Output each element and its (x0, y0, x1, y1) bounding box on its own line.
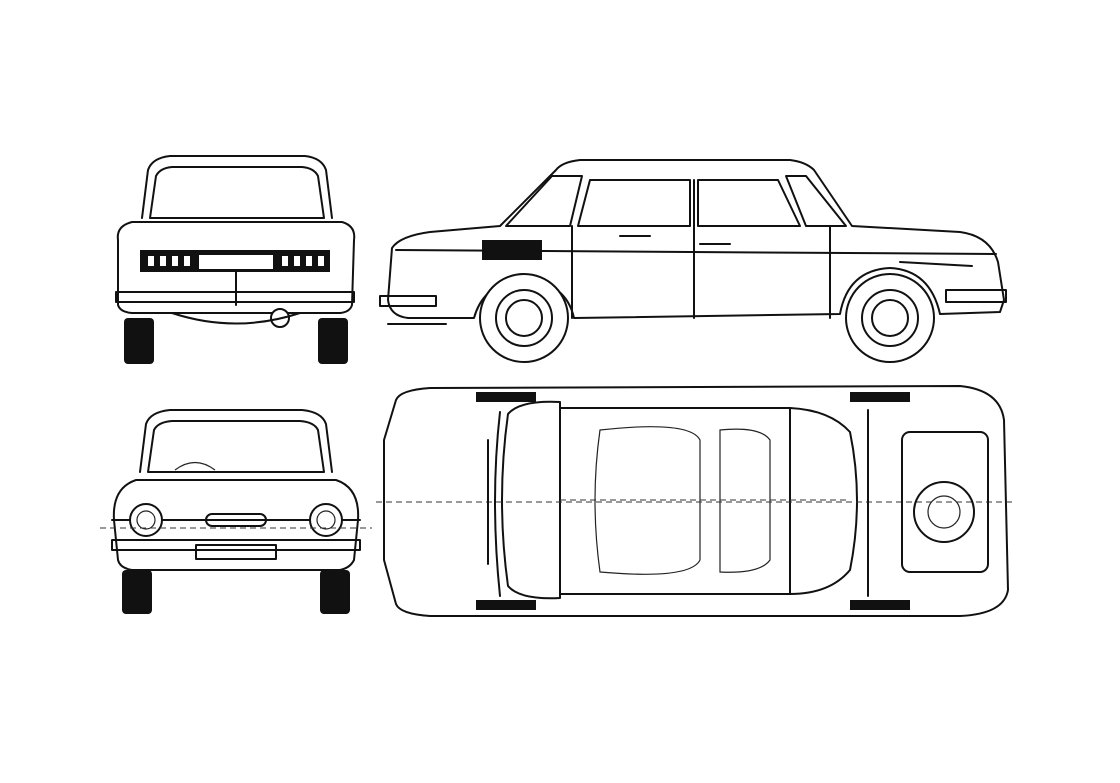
steering-wheel (174, 461, 216, 471)
top-windscreen (501, 400, 561, 600)
top-rear-right-fender (850, 600, 910, 610)
top-front-seats (594, 426, 701, 575)
side-view (379, 159, 1007, 363)
side-front-wheel (479, 273, 569, 363)
front-view (100, 409, 372, 614)
rear-bumper (115, 291, 355, 303)
side-rear-door-window (697, 179, 801, 227)
rear-underbody (171, 312, 301, 325)
top-spare-wheel (913, 481, 975, 543)
rear-right-tyre (318, 318, 348, 364)
front-grille (205, 513, 267, 527)
front-left-tyre (122, 570, 152, 614)
top-rear-window (789, 407, 858, 595)
top-rear-left-fender (850, 392, 910, 402)
front-windscreen (147, 420, 325, 473)
front-right-tyre (320, 570, 350, 614)
top-body-outline (383, 385, 1009, 617)
side-front-bumper (379, 295, 437, 307)
left-headlight (129, 503, 163, 537)
top-bonnet-line (494, 411, 501, 597)
front-license-plate (195, 544, 277, 560)
top-rear-seats (719, 428, 771, 573)
rear-window (149, 166, 325, 219)
rear-view (115, 155, 356, 364)
front-bumper (111, 539, 361, 551)
side-rear-wheel (845, 273, 935, 363)
front-body-outline (112, 479, 360, 571)
front-roof-outline (139, 409, 333, 473)
rear-roof-outline (141, 155, 333, 219)
top-front-right-fender (476, 600, 536, 610)
side-rear-bumper (945, 289, 1007, 303)
top-view (376, 385, 1016, 617)
rear-license-plate (197, 253, 275, 271)
right-headlight (309, 503, 343, 537)
side-front-door-window (577, 179, 691, 227)
rear-left-tyre (124, 318, 154, 364)
side-front-window (505, 175, 583, 227)
top-engine-lid (901, 431, 989, 573)
rear-body-outline (116, 221, 356, 314)
side-rear-window (785, 175, 847, 227)
top-front-left-fender (476, 392, 536, 402)
